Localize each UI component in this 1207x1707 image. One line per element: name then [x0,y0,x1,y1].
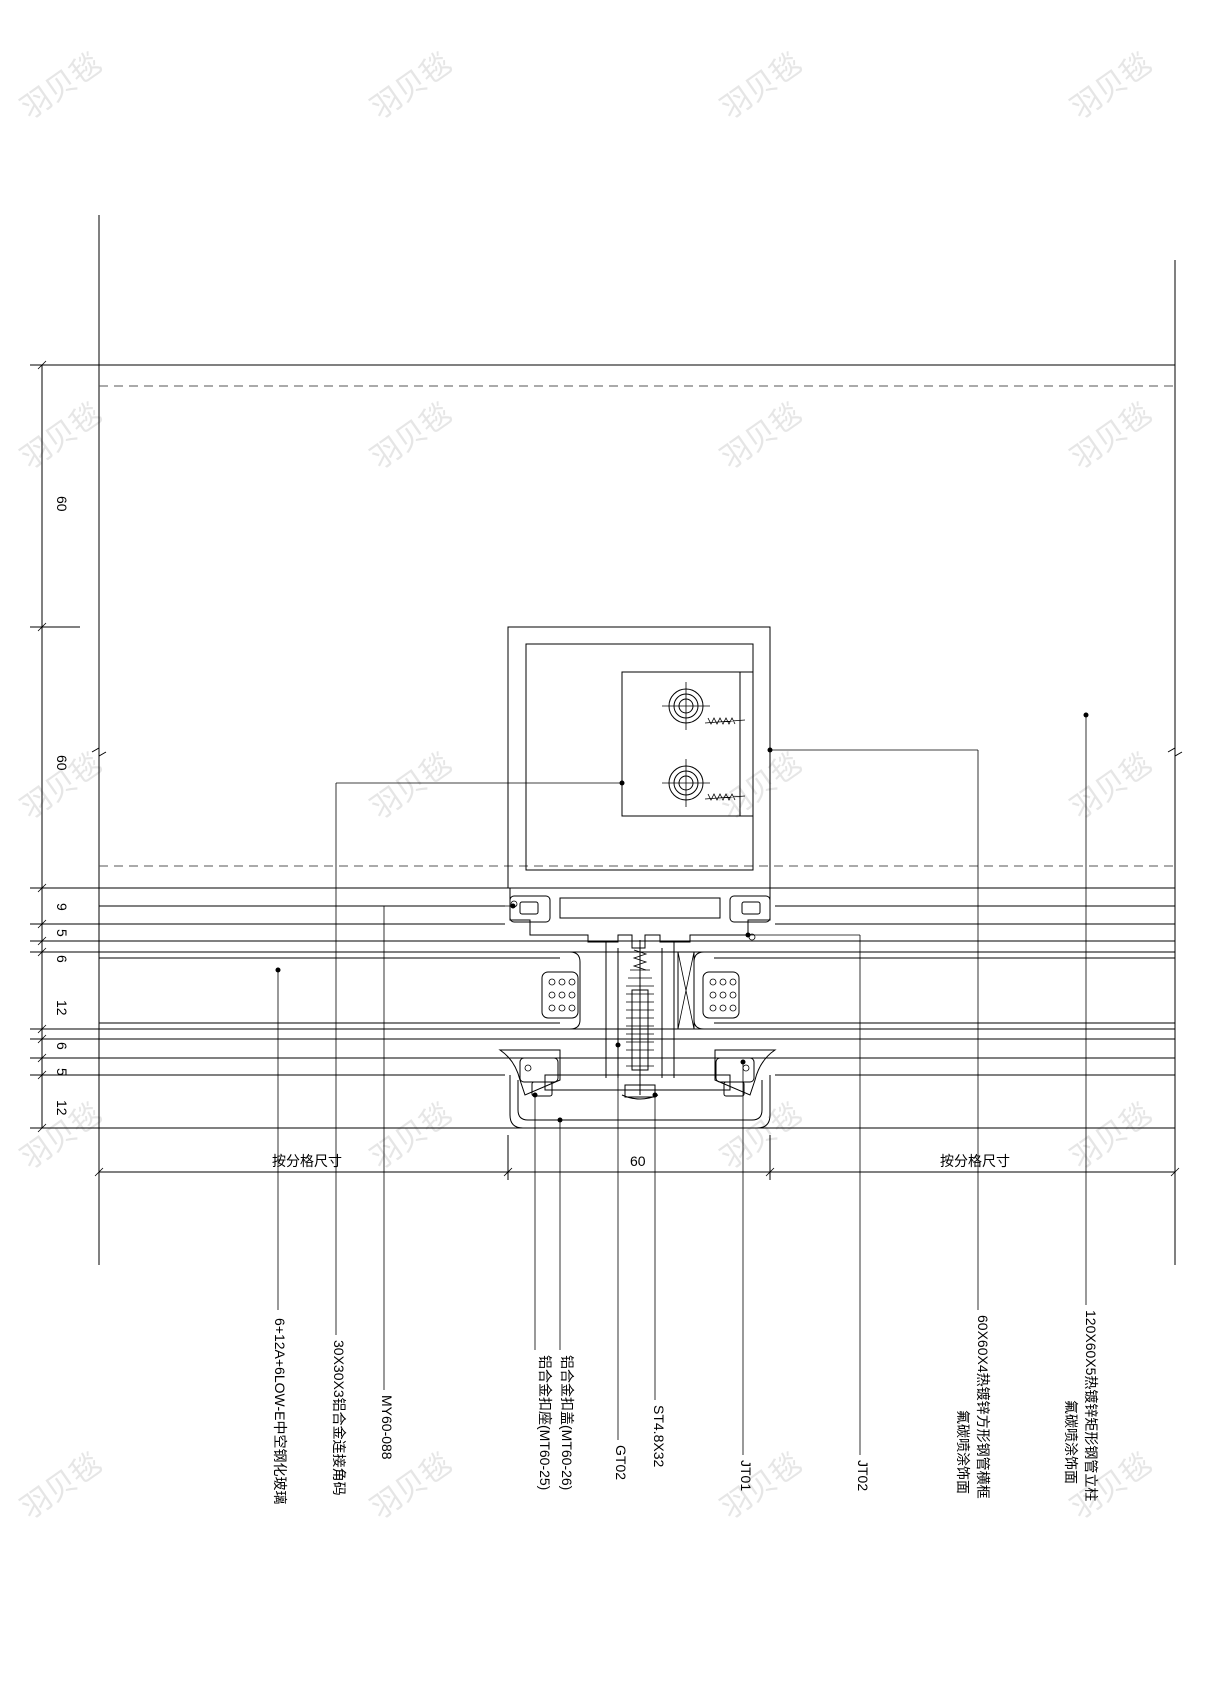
leader-lines [275,712,1089,1455]
dim-6-lower: 6 [54,1042,70,1050]
label-jt02: JT02 [855,1460,871,1491]
watermark: 羽贝毯 [365,396,459,476]
watermark: 羽贝毯 [715,46,809,126]
watermark: 羽贝毯 [715,1096,809,1176]
glass-layer-lines [99,887,1175,1129]
corner-bracket [621,671,754,817]
dim-12-lower: 12 [54,1100,70,1116]
dim-center-60: 60 [630,1153,646,1169]
pressure-plate [544,1074,731,1100]
watermark: 羽贝毯 [1065,396,1159,476]
gasket-bottom-left [519,1057,559,1097]
label-transom-finish: 氟碳喷涂饰面 [955,1410,971,1494]
watermark: 羽贝毯 [715,396,809,476]
label-mullion-finish: 氟碳喷涂饰面 [1063,1400,1079,1484]
dim-left-grid-size: 按分格尺寸 [272,1153,342,1169]
dim-60-lower: 60 [54,755,70,771]
sealant-right [714,1049,777,1096]
glass-left [99,951,581,1030]
watermark: 羽贝毯 [365,46,459,126]
gasket-top-right [729,895,771,941]
label-mullion: 120X60X5热镀锌矩形钢管立柱 [1083,1310,1099,1501]
watermark: 羽贝毯 [715,746,809,826]
label-gt02: GT02 [613,1445,629,1480]
left-dimension-chain: 60 60 9 5 6 12 6 5 12 [30,360,99,1133]
dim-9: 9 [54,903,70,911]
dim-right-grid-size: 按分格尺寸 [940,1153,1010,1169]
watermark: 羽贝毯 [365,1446,459,1526]
cover-cap [509,1075,771,1129]
watermark: 羽贝毯 [365,746,459,826]
watermark: 羽贝毯 [15,396,109,476]
watermark: 羽贝毯 [715,1446,809,1526]
label-transom: 60X60X4热镀锌方形钢管横框 [975,1315,991,1499]
dim-5-lower: 5 [54,1068,70,1076]
label-jt01: JT01 [738,1460,754,1491]
label-screw: ST4.8X32 [651,1405,667,1467]
label-cover-cap: 铝合金扣盖(MT60-26) [559,1355,575,1490]
dim-6-upper: 6 [54,955,70,963]
dim-12-upper: 12 [54,1000,70,1016]
label-corner-bracket: 30X30X3铝合金连接角码 [331,1340,347,1496]
spacer-right [702,971,740,1019]
watermark: 羽贝毯 [365,1096,459,1176]
drawing-border [91,215,1183,1265]
gasket-top-left [509,895,551,923]
watermark: 羽贝毯 [1065,746,1159,826]
screw-st4.8x32 [626,940,654,1095]
dim-5-upper: 5 [54,929,70,937]
bolt-lower [662,759,746,807]
dim-60-upper: 60 [54,496,70,512]
label-my60-088: MY60-088 [379,1395,395,1460]
watermark: 羽贝毯 [1065,1096,1159,1176]
watermark: 羽贝毯 [15,1446,109,1526]
aluminum-profile [509,887,771,949]
glass-right [693,951,1175,1030]
sealant-left [498,1049,561,1096]
mullion-section [99,364,1175,867]
spacer-left [541,971,579,1019]
watermark: 羽贝毯 [1065,46,1159,126]
watermark-layer: 羽贝毯 羽贝毯 羽贝毯 羽贝毯 羽贝毯 羽贝毯 羽贝毯 羽贝毯 羽贝毯 羽贝毯 … [15,46,1159,1526]
transom-steel-tube [507,626,771,889]
component-labels: 6+12A+6LOW-E中空钢化玻璃 30X30X3铝合金连接角码 MY60-0… [272,1310,1099,1504]
watermark: 羽贝毯 [15,46,109,126]
label-pressure-plate: 铝合金扣座(MT60-25) [537,1355,553,1490]
bottom-dimension-chain: 按分格尺寸 60 按分格尺寸 [94,1135,1180,1180]
bolt-upper [662,682,746,730]
label-glass: 6+12A+6LOW-E中空钢化玻璃 [272,1318,288,1504]
